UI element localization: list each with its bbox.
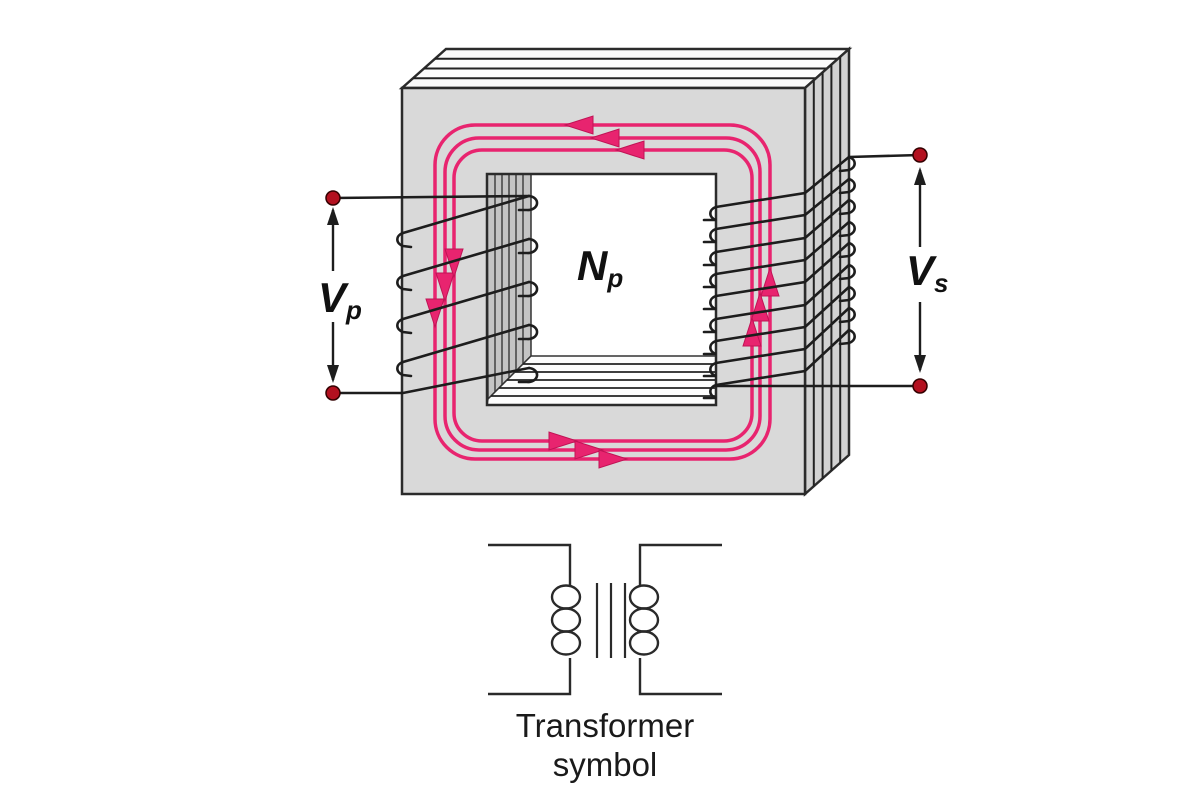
primary-left-hook: [396, 274, 413, 292]
secondary-right-hook: [838, 241, 856, 259]
symbol-caption-line2: symbol: [553, 746, 658, 783]
flux-arrow-top-1: [563, 115, 594, 135]
secondary-turn: [714, 177, 851, 231]
flux-arrow-bottom-3: [598, 449, 629, 469]
secondary-left-hook: [702, 294, 718, 311]
secondary-winding: [702, 153, 922, 400]
primary-inner-hook: [517, 237, 539, 255]
secondary-turn: [714, 198, 851, 254]
primary-terminal-bottom: [325, 385, 341, 401]
flux-arrow-top-3: [614, 140, 645, 160]
secondary-terminal-bottom: [912, 378, 928, 394]
vs-label: Vs: [906, 247, 948, 298]
flux-loop-inner: [452, 148, 754, 443]
primary-turn: [401, 237, 531, 278]
secondary-terminal-top: [912, 147, 928, 163]
primary-lead-top: [331, 194, 531, 200]
primary-left-hook: [396, 360, 413, 378]
secondary-turn: [714, 220, 851, 276]
primary-turn: [401, 323, 531, 364]
primary-inner-hook: [517, 366, 539, 384]
flux-arrow-left-1: [425, 298, 445, 329]
flux-arrow-bottom-1: [548, 431, 579, 451]
flux-arrow-top-2: [589, 128, 620, 148]
secondary-right-hook: [838, 177, 856, 195]
core-side-face: [803, 46, 851, 497]
symbol-core-lines: [595, 583, 627, 658]
primary-terminal-top: [325, 190, 341, 206]
transformer-symbol: [488, 543, 722, 696]
symbol-caption-line1: Transformer: [516, 707, 694, 744]
flux-arrow-right-3: [742, 316, 762, 347]
symbol-secondary-coil: [628, 543, 722, 696]
terminals: [325, 147, 928, 401]
flux-arrow-bottom-2: [574, 440, 605, 460]
vs-arrowheads: [914, 167, 926, 373]
primary-inner-hook: [517, 280, 539, 298]
secondary-left-hook: [702, 250, 718, 267]
secondary-right-hook: [838, 306, 856, 324]
vp-arrowheads: [327, 207, 339, 383]
secondary-right-hook: [838, 155, 856, 173]
secondary-left-hook: [702, 272, 718, 289]
secondary-right-hook: [838, 263, 856, 281]
secondary-right-hook: [838, 198, 856, 216]
core-window: [485, 172, 718, 407]
secondary-right-hook: [838, 328, 856, 346]
vp-label: Vp: [318, 274, 362, 325]
symbol-primary-coil: [488, 543, 582, 696]
primary-lead-bottom: [331, 366, 531, 395]
primary-left-hook: [396, 231, 413, 249]
primary-turn: [401, 194, 531, 235]
secondary-left-hook: [702, 383, 718, 400]
primary-inner-hook: [517, 194, 539, 212]
secondary-right-hook: [838, 285, 856, 303]
window-outline: [485, 172, 718, 407]
primary-left-hook: [396, 317, 413, 335]
primary-winding: [331, 194, 539, 395]
secondary-turn: [714, 328, 851, 387]
secondary-turn: [714, 241, 851, 298]
secondary-left-hook: [702, 227, 718, 244]
secondary-turn: [714, 285, 851, 343]
secondary-left-hook: [702, 361, 718, 378]
secondary-left-hook: [702, 317, 718, 334]
secondary-turn: [714, 263, 851, 321]
flux-arrow-left-2: [435, 272, 455, 303]
primary-turn: [401, 280, 531, 321]
np-label: Np: [577, 242, 623, 293]
primary-inner-hook: [517, 323, 539, 341]
core-top-face: [398, 47, 853, 90]
secondary-left-hook: [702, 339, 718, 356]
secondary-left-hook: [702, 205, 718, 222]
secondary-right-hook: [838, 220, 856, 238]
secondary-lead-top: [847, 153, 922, 159]
secondary-turn: [714, 306, 851, 365]
secondary-turn: [714, 155, 851, 209]
window-inner-bottom-wall: [486, 355, 717, 406]
